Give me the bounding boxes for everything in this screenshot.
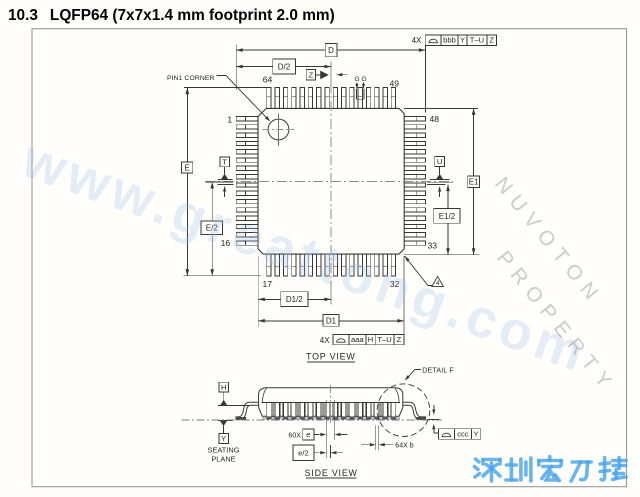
svg-text:4X: 4X xyxy=(412,36,422,45)
svg-text:1: 1 xyxy=(227,115,232,125)
svg-text:U: U xyxy=(437,157,442,166)
svg-text:4: 4 xyxy=(436,280,440,287)
svg-text:E1/2: E1/2 xyxy=(439,212,456,221)
svg-text:Z: Z xyxy=(489,36,494,45)
svg-text:e/2: e/2 xyxy=(298,448,309,457)
svg-text:64: 64 xyxy=(263,74,273,84)
svg-text:e: e xyxy=(306,430,310,439)
svg-text:SIDE VIEW: SIDE VIEW xyxy=(305,468,358,478)
svg-text:E: E xyxy=(184,163,189,172)
svg-text:bbb: bbb xyxy=(443,36,456,45)
svg-text:T: T xyxy=(222,158,227,167)
svg-text:Y: Y xyxy=(460,36,465,45)
svg-text:17: 17 xyxy=(263,279,273,289)
svg-text:D/2: D/2 xyxy=(278,62,291,71)
svg-text:T–U: T–U xyxy=(377,335,391,344)
svg-text:TOP VIEW: TOP VIEW xyxy=(306,352,355,362)
svg-text:DETAIL F: DETAIL F xyxy=(422,368,454,375)
svg-text:16: 16 xyxy=(221,238,231,248)
svg-text:ccc: ccc xyxy=(457,430,469,439)
svg-text:Y: Y xyxy=(474,430,479,439)
svg-text:D1: D1 xyxy=(326,316,337,325)
svg-text:Y: Y xyxy=(221,434,226,443)
svg-text:G: G xyxy=(361,76,366,83)
svg-text:32: 32 xyxy=(390,279,400,289)
svg-text:Z: Z xyxy=(309,71,314,80)
svg-text:33: 33 xyxy=(428,240,438,250)
svg-text:SEATING: SEATING xyxy=(208,445,240,454)
svg-text:T–U: T–U xyxy=(470,36,484,45)
svg-text:60X: 60X xyxy=(288,432,301,439)
svg-text:PLANE: PLANE xyxy=(211,455,235,464)
svg-text:PIN1 CORNER: PIN1 CORNER xyxy=(167,75,215,82)
svg-text:aaa: aaa xyxy=(351,335,364,344)
svg-text:64X b: 64X b xyxy=(395,443,413,450)
svg-text:4X: 4X xyxy=(320,336,330,345)
svg-text:D1/2: D1/2 xyxy=(286,295,303,304)
svg-text:E1: E1 xyxy=(469,178,479,187)
svg-text:Z: Z xyxy=(397,335,402,344)
svg-text:49: 49 xyxy=(390,78,400,88)
svg-text:D: D xyxy=(328,46,334,55)
svg-text:H: H xyxy=(221,383,226,392)
svg-text:E/2: E/2 xyxy=(206,224,219,233)
svg-text:48: 48 xyxy=(430,114,440,124)
svg-text:G: G xyxy=(354,76,359,83)
svg-text:H: H xyxy=(368,335,373,344)
